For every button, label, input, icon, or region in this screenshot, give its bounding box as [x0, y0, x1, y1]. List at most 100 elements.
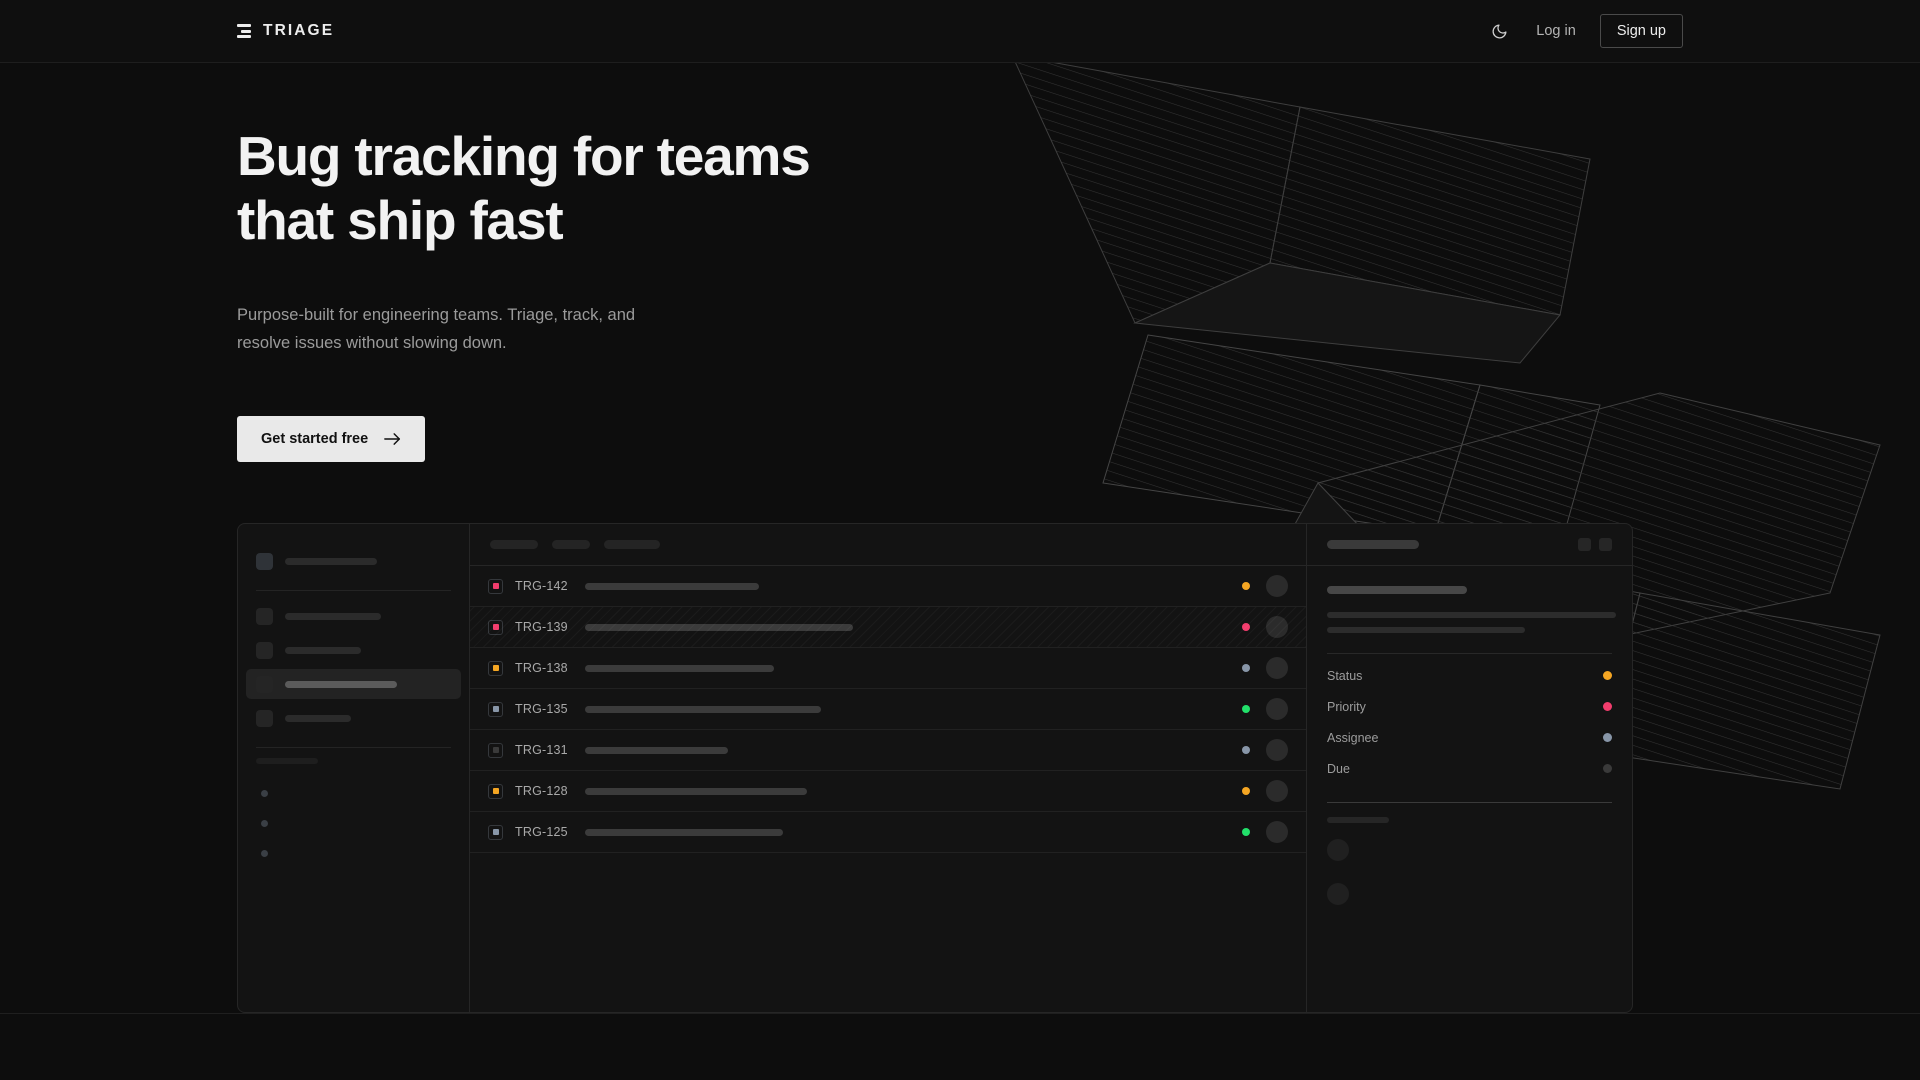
priority-indicator-icon	[488, 742, 503, 758]
detail-field-status[interactable]: Status	[1327, 660, 1612, 691]
sidebar-item-label	[285, 680, 397, 688]
avatar[interactable]	[1266, 739, 1288, 761]
status-badge	[1242, 664, 1250, 672]
sidebar-project-item-1[interactable]	[256, 808, 451, 838]
top-navbar: TRIAGE Log in Sign up	[0, 0, 1920, 63]
table-row[interactable]: TRG-142	[470, 566, 1306, 607]
hero-heading: Bug tracking for teams that ship fast	[237, 125, 811, 251]
priority-indicator-icon	[488, 660, 503, 676]
avatar[interactable]	[1266, 616, 1288, 638]
detail-field-due[interactable]: Due	[1327, 753, 1612, 784]
workspace-switcher[interactable]	[256, 546, 451, 576]
list-filter-chip-2[interactable]	[604, 540, 660, 549]
detail-title-placeholder	[1327, 540, 1419, 549]
detail-field-label: Due	[1327, 761, 1350, 776]
sidebar-item-icon	[256, 675, 273, 693]
mockup-sidebar	[238, 524, 470, 1012]
issue-id: TRG-142	[515, 579, 568, 593]
issue-id: TRG-125	[515, 825, 568, 839]
status-badge	[1242, 623, 1250, 631]
status-badge	[1242, 828, 1250, 836]
priority-indicator-icon	[488, 701, 503, 717]
issue-id: TRG-128	[515, 784, 568, 798]
priority-indicator-icon	[488, 783, 503, 799]
status-badge	[1242, 746, 1250, 754]
detail-field-value-dot	[1603, 764, 1612, 773]
detail-field-value-dot	[1603, 702, 1612, 711]
nav-actions: Log in Sign up	[1486, 14, 1683, 48]
issue-list-toolbar	[470, 524, 1306, 566]
detail-text-line-1	[1327, 627, 1525, 633]
detail-field-label: Assignee	[1327, 730, 1379, 745]
avatar[interactable]	[1266, 698, 1288, 720]
detail-field-label: Priority	[1327, 699, 1366, 714]
sidebar-nav-item-2[interactable]	[246, 669, 461, 699]
sidebar-divider-top	[256, 590, 451, 591]
get-started-button[interactable]: Get started free	[237, 416, 426, 463]
activity-divider	[1327, 802, 1612, 803]
sidebar-item-label	[285, 646, 361, 654]
issue-title-placeholder	[585, 664, 774, 672]
sidebar-section-label	[256, 758, 318, 764]
status-badge	[1242, 787, 1250, 795]
sidebar-project-item-0[interactable]	[256, 778, 451, 808]
avatar[interactable]	[1266, 780, 1288, 802]
activity-entries	[1327, 839, 1612, 905]
issue-title-placeholder	[585, 828, 783, 836]
avatar[interactable]	[1266, 657, 1288, 679]
avatar[interactable]	[1266, 575, 1288, 597]
brand-name: TRIAGE	[263, 22, 335, 39]
sidebar-item-label	[285, 714, 351, 722]
table-row[interactable]: TRG-135	[470, 689, 1306, 730]
sidebar-project-list	[256, 778, 451, 868]
priority-indicator-icon	[488, 619, 503, 635]
sidebar-item-label	[285, 612, 381, 620]
avatar[interactable]	[1266, 821, 1288, 843]
sidebar-nav-item-3[interactable]	[246, 703, 461, 733]
sidebar-nav-item-1[interactable]	[246, 635, 461, 665]
sidebar-item-icon	[256, 641, 273, 659]
activity-avatar-0	[1327, 839, 1349, 861]
moon-icon	[1492, 23, 1507, 38]
issue-title-placeholder	[585, 623, 853, 631]
priority-indicator-icon	[488, 578, 503, 594]
sidebar-nav-item-0[interactable]	[246, 601, 461, 631]
login-link[interactable]: Log in	[1536, 23, 1576, 39]
detail-description	[1327, 612, 1616, 633]
detail-action-button-0[interactable]	[1578, 538, 1591, 551]
workspace-avatar-icon	[256, 552, 273, 570]
table-row[interactable]: TRG-131	[470, 730, 1306, 771]
detail-text-line-0	[1327, 612, 1616, 618]
detail-field-value-dot	[1603, 671, 1612, 680]
arrow-right-icon	[384, 433, 401, 446]
detail-field-value-dot	[1603, 733, 1612, 742]
sidebar-nav-list	[246, 601, 461, 733]
table-row[interactable]: TRG-139	[470, 607, 1306, 648]
issue-id: TRG-138	[515, 661, 568, 675]
issue-title-placeholder	[585, 705, 821, 713]
detail-field-assignee[interactable]: Assignee	[1327, 722, 1612, 753]
project-dot-icon	[261, 789, 268, 797]
hero-subheading: Purpose-built for engineering teams. Tri…	[237, 305, 636, 353]
theme-toggle-button[interactable]	[1486, 18, 1512, 44]
sidebar-item-icon	[256, 607, 273, 625]
detail-field-priority[interactable]: Priority	[1327, 691, 1612, 722]
signup-button[interactable]: Sign up	[1599, 14, 1683, 48]
table-row[interactable]: TRG-125	[470, 812, 1306, 853]
brand-logo[interactable]: TRIAGE	[237, 22, 334, 40]
table-row[interactable]: TRG-138	[470, 648, 1306, 689]
table-row[interactable]: TRG-128	[470, 771, 1306, 812]
issue-id: TRG-139	[515, 620, 568, 634]
activity-section-label	[1327, 817, 1389, 823]
detail-action-button-1[interactable]	[1599, 538, 1612, 551]
list-filter-chip-0[interactable]	[490, 540, 538, 549]
issue-id: TRG-131	[515, 743, 568, 757]
detail-header	[1307, 524, 1632, 566]
activity-avatar-1	[1327, 883, 1349, 905]
detail-divider	[1327, 653, 1612, 654]
list-filter-chip-1[interactable]	[552, 540, 590, 549]
sidebar-project-item-2[interactable]	[256, 838, 451, 868]
